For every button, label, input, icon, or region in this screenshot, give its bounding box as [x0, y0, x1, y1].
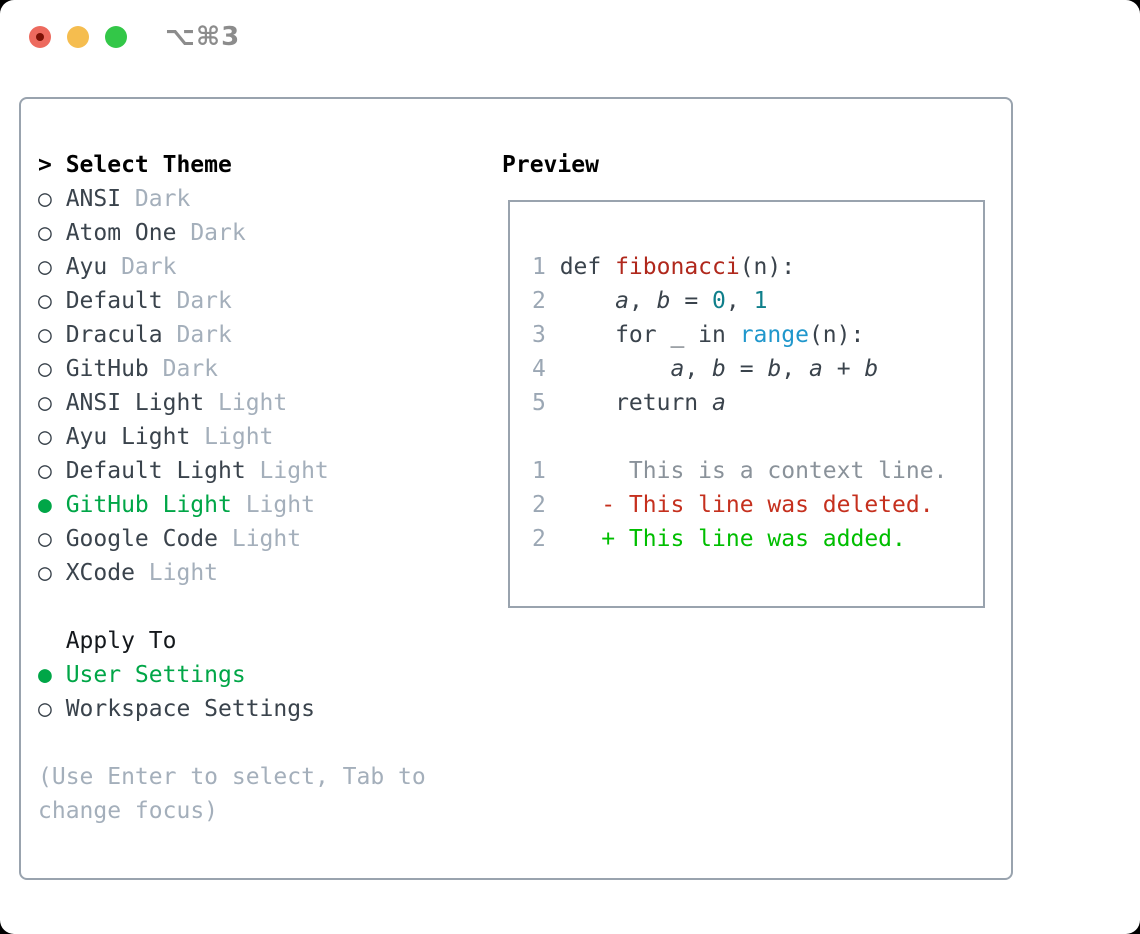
theme-name: ANSI Light	[65, 390, 205, 416]
theme-option[interactable]: ○ Ayu Light Light	[38, 420, 483, 454]
radio-off-icon: ○	[38, 458, 52, 484]
theme-name: Default Light	[65, 458, 246, 484]
apply-to-option[interactable]: ○ Workspace Settings	[38, 692, 483, 726]
radio-off-icon: ○	[38, 390, 52, 416]
window-title: ⌥⌘3	[165, 22, 241, 52]
line-number: 4	[532, 356, 546, 382]
line-number: 1	[532, 254, 546, 280]
keyboard-hint: (Use Enter to select, Tab to change focu…	[38, 764, 426, 824]
code-line: 2 a, b = 0, 1	[532, 284, 983, 318]
radio-off-icon: ○	[38, 356, 52, 382]
code-line: 2 + This line was added.	[532, 522, 983, 556]
radio-off-icon: ○	[38, 526, 52, 552]
code-line: 5 return a	[532, 386, 983, 420]
theme-option[interactable]: ○ Atom One Dark	[38, 216, 483, 250]
prompt-icon: >	[38, 152, 52, 178]
theme-variant-tag: Dark	[162, 356, 219, 382]
radio-off-icon: ○	[38, 560, 52, 586]
select-theme-heading: Select Theme	[65, 152, 232, 178]
theme-variant-tag: Light	[218, 390, 288, 416]
code-line: 3 for _ in range(n):	[532, 318, 983, 352]
theme-name: Dracula	[65, 322, 163, 348]
radio-off-icon: ○	[38, 186, 52, 212]
theme-variant-tag: Dark	[121, 254, 177, 280]
line-number: 3	[532, 322, 546, 348]
select-theme-heading-row: > Select Theme	[38, 148, 483, 182]
theme-option[interactable]: ○ Ayu Dark	[38, 250, 483, 284]
theme-option[interactable]: ○ Dracula Dark	[38, 318, 483, 352]
theme-name: Ayu Light	[65, 424, 191, 450]
theme-option[interactable]: ○ GitHub Dark	[38, 352, 483, 386]
theme-name: Default	[65, 288, 163, 314]
radio-on-icon: ●	[38, 492, 52, 518]
theme-option[interactable]: ○ ANSI Dark	[38, 182, 483, 216]
theme-variant-tag: Dark	[134, 186, 191, 212]
theme-name: XCode	[65, 560, 135, 586]
theme-option[interactable]: ○ Google Code Light	[38, 522, 483, 556]
radio-off-icon: ○	[38, 322, 52, 348]
radio-off-icon: ○	[38, 220, 52, 246]
apply-to-option[interactable]: ● User Settings	[38, 658, 483, 692]
theme-option[interactable]: ○ ANSI Light Light	[38, 386, 483, 420]
theme-name: Ayu	[65, 254, 108, 280]
theme-option[interactable]: ○ Default Dark	[38, 284, 483, 318]
apply-to-name: User Settings	[65, 662, 246, 688]
theme-variant-tag: Dark	[176, 322, 232, 348]
preview-heading: Preview	[502, 152, 599, 178]
code-line: 2 - This line was deleted.	[532, 488, 983, 522]
apply-to-heading: Apply To	[65, 628, 177, 654]
code-line: 1 This is a context line.	[532, 454, 983, 488]
apply-to-list: ● User Settings ○ Workspace Settings	[38, 658, 483, 726]
spacer	[38, 590, 483, 624]
theme-variant-tag: Light	[148, 560, 219, 586]
theme-variant-tag: Dark	[176, 288, 232, 314]
theme-option[interactable]: ○ Default Light Light	[38, 454, 483, 488]
theme-variant-tag: Light	[204, 424, 274, 450]
radio-on-icon: ●	[38, 662, 52, 688]
line-number: 1	[532, 458, 546, 484]
titlebar	[29, 26, 127, 48]
theme-variant-tag: Light	[245, 492, 315, 518]
close-button[interactable]	[29, 26, 51, 48]
line-number: 2	[532, 526, 546, 552]
theme-variant-tag: Light	[231, 526, 302, 552]
apply-to-name: Workspace Settings	[65, 696, 315, 722]
radio-off-icon: ○	[38, 424, 52, 450]
theme-name: GitHub	[65, 356, 149, 382]
code-line: 4 a, b = b, a + b	[532, 352, 983, 386]
code-line	[532, 420, 983, 454]
line-number: 2	[532, 288, 546, 314]
line-number: 2	[532, 492, 546, 518]
theme-name: ANSI	[65, 186, 122, 212]
theme-name: Atom One	[65, 220, 177, 246]
line-number: 5	[532, 390, 546, 416]
radio-off-icon: ○	[38, 254, 52, 280]
theme-option[interactable]: ○ XCode Light	[38, 556, 483, 590]
apply-to-heading-row: Apply To	[38, 624, 483, 658]
theme-option[interactable]: ● GitHub Light Light	[38, 488, 483, 522]
theme-variant-tag: Dark	[190, 220, 246, 246]
theme-name: Google Code	[65, 526, 219, 552]
unsaved-indicator-dot	[36, 33, 44, 41]
minimize-button[interactable]	[67, 26, 89, 48]
radio-off-icon: ○	[38, 288, 52, 314]
radio-off-icon: ○	[38, 696, 52, 722]
zoom-button[interactable]	[105, 26, 127, 48]
theme-name: GitHub Light	[65, 492, 232, 518]
theme-variant-tag: Light	[259, 458, 329, 484]
